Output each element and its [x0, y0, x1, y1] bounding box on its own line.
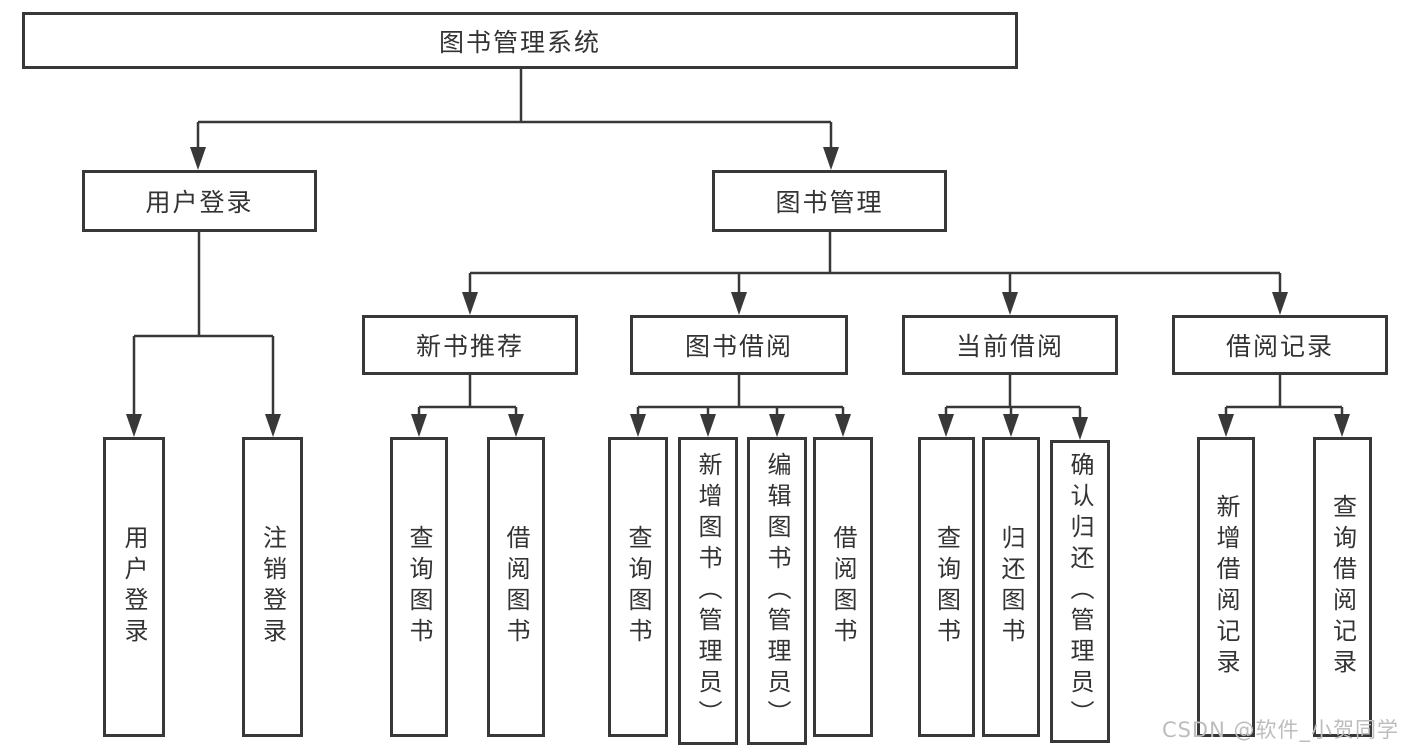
leaf-label: 借阅图书: [502, 525, 530, 649]
arrowheads-user-login-leaves: [126, 414, 281, 437]
arrowheads-records-leaves: [1218, 414, 1350, 437]
leaf-label: 查询图书: [932, 525, 961, 649]
connector-borrowing-branch: [636, 375, 845, 416]
leaf-label: 编辑图书（管理员）: [763, 451, 791, 731]
leaf-query-books-recommend: 查询图书: [390, 437, 448, 737]
node-new-book-recommend: 新书推荐: [362, 315, 578, 375]
leaf-edit-books-admin: 编辑图书（管理员）: [747, 437, 807, 745]
node-label: 当前借阅: [955, 332, 1064, 361]
node-label: 借阅记录: [1225, 332, 1334, 361]
arrowheads-new-books-leaves: [411, 414, 524, 437]
node-label: 用户登录: [145, 188, 254, 217]
leaf-query-borrow-record: 查询借阅记录: [1313, 437, 1372, 737]
leaf-borrow-books-recommend: 借阅图书: [487, 437, 545, 737]
node-current-borrowing: 当前借阅: [902, 315, 1118, 375]
leaf-label: 借阅图书: [829, 525, 857, 649]
leaf-return-books: 归还图书: [982, 437, 1040, 737]
leaf-label: 查询图书: [624, 525, 652, 649]
connector-user-login-branch: [132, 232, 275, 416]
arrowheads-level3: [462, 292, 1288, 315]
leaf-add-books-admin: 新增图书（管理员）: [678, 437, 738, 745]
leaf-label: 归还图书: [997, 525, 1025, 649]
node-user-login: 用户登录: [82, 170, 317, 232]
csdn-watermark: CSDN @软件_小贺同学: [1161, 718, 1399, 742]
node-book-management: 图书管理: [712, 170, 947, 232]
arrowheads-current-leaves: [938, 414, 1088, 440]
connector-book-management-branch: [468, 232, 1282, 294]
leaf-label: 查询图书: [405, 525, 433, 649]
node-book-borrowing: 图书借阅: [630, 315, 848, 375]
node-library-management-system: 图书管理系统: [22, 12, 1018, 69]
leaf-label: 注销登录: [258, 525, 287, 649]
connector-new-books-branch: [417, 375, 518, 416]
connector-current-branch: [944, 375, 1082, 418]
leaf-query-books-current: 查询图书: [918, 437, 975, 737]
leaf-label: 确认归还（管理员）: [1066, 452, 1094, 731]
leaf-add-borrow-record: 新增借阅记录: [1197, 437, 1255, 737]
node-label: 图书管理系统: [438, 27, 601, 57]
leaf-borrow-books: 借阅图书: [813, 437, 873, 737]
leaf-label: 用户登录: [120, 525, 148, 649]
leaf-user-login: 用户登录: [103, 437, 165, 737]
leaf-query-books-borrowing: 查询图书: [608, 437, 668, 737]
leaf-confirm-return-admin: 确认归还（管理员）: [1050, 440, 1110, 743]
connector-root-to-level2: [196, 69, 833, 150]
node-label: 图书借阅: [684, 332, 793, 361]
connector-records-branch: [1224, 375, 1344, 416]
node-borrowing-records: 借阅记录: [1172, 315, 1388, 375]
node-label: 图书管理: [775, 188, 884, 217]
leaf-label: 新增借阅记录: [1212, 494, 1240, 680]
arrowheads-level2: [190, 147, 839, 170]
node-label: 新书推荐: [415, 332, 524, 361]
arrowheads-borrowing-leaves: [630, 414, 851, 437]
leaf-label: 新增图书（管理员）: [694, 451, 722, 731]
leaf-label: 查询借阅记录: [1328, 494, 1357, 680]
leaf-logout: 注销登录: [242, 437, 303, 737]
